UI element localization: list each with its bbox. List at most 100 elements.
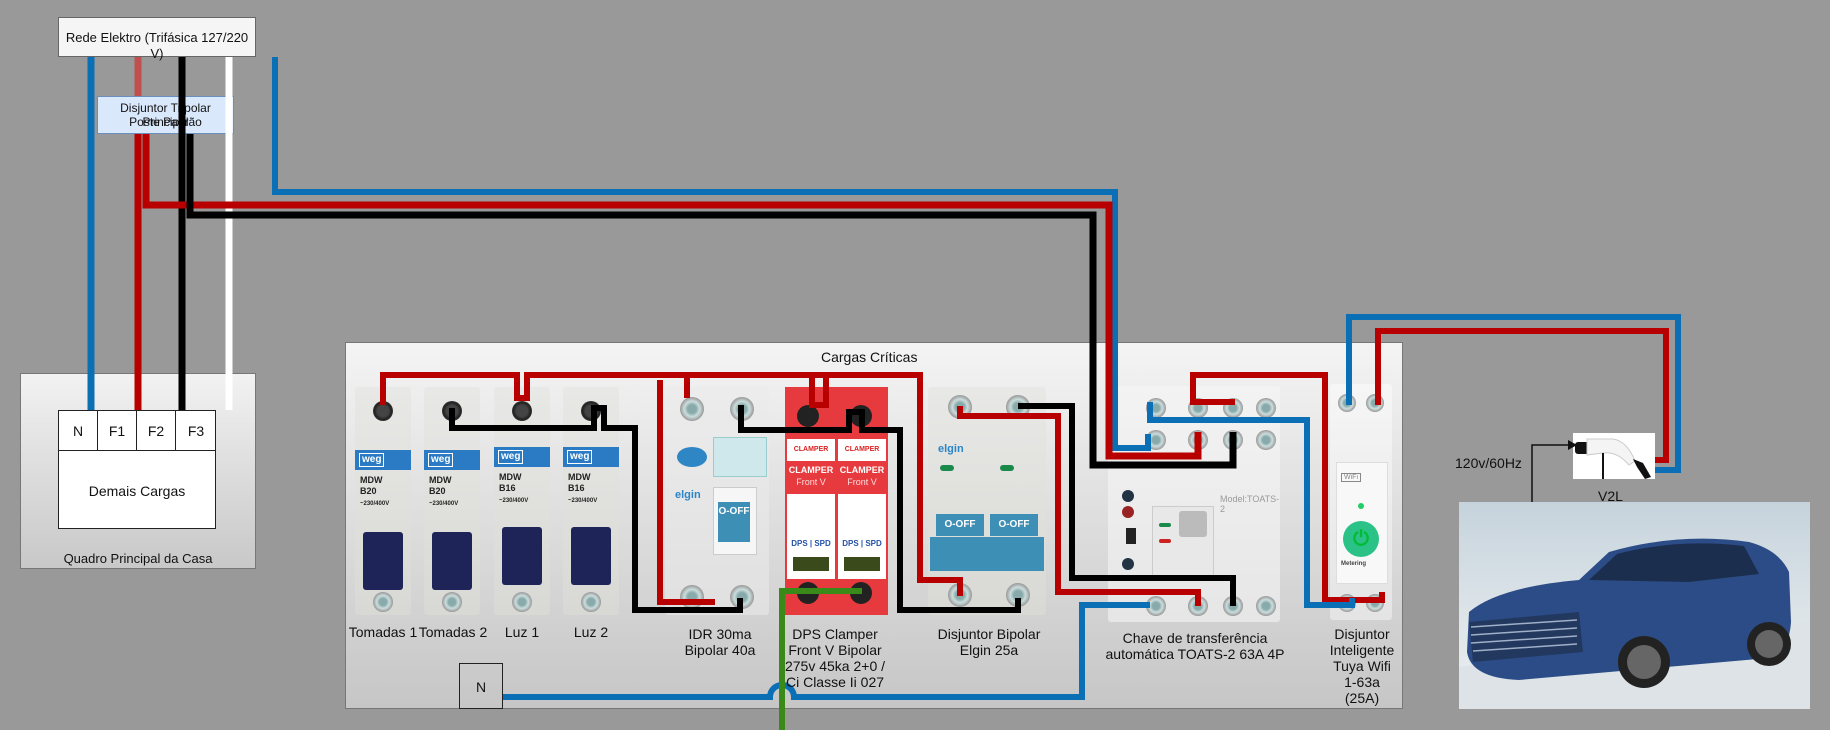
dps-tag: DPS | SPD <box>842 539 882 548</box>
ats-device[interactable]: Model:TOATS-2 <box>1108 386 1280 622</box>
arrow-head-icon <box>1568 440 1577 450</box>
label-smart-line-2: Inteligente <box>1329 642 1395 658</box>
terminal-f3-label: F3 <box>187 423 205 439</box>
breaker-voltage: ~230/400V <box>360 501 390 507</box>
breaker-rating: B16 <box>568 483 585 493</box>
wire-f1-to-ats <box>142 134 1202 460</box>
neutral-bar-label: N <box>475 679 487 695</box>
mode-switch[interactable] <box>1126 528 1136 544</box>
weg-logo-icon: weg <box>498 450 524 464</box>
elgin-logo-icon: elgin <box>938 443 964 455</box>
wire-f2-to-ats <box>186 134 1237 469</box>
wire-blue-smart-v2l <box>1346 314 1681 473</box>
ats-model: Model:TOATS-2 <box>1220 494 1280 514</box>
car-image <box>1459 502 1810 709</box>
arrow-line <box>1531 444 1568 502</box>
weg-logo-icon: weg <box>359 453 385 467</box>
wifi-icon: WiFi <box>1341 473 1361 482</box>
label-tomadas-1: Tomadas 1 <box>348 624 418 640</box>
idr-device[interactable]: elgin O-OFF <box>665 387 769 615</box>
wire-red-idr <box>684 372 920 408</box>
terminal-n-label: N <box>72 423 84 439</box>
wire-ground <box>779 588 862 730</box>
bipolar-toggle-1[interactable]: O-OFF <box>936 514 984 536</box>
ev-plug-icon <box>1575 438 1651 479</box>
wire-red-ats-ii <box>1190 372 1385 603</box>
wire-red-smart-v2l <box>1375 328 1669 463</box>
dps-device: CLAMPER CLAMPER Front V DPS | SPD CLAMPER… <box>785 387 888 615</box>
weg-logo-icon: weg <box>567 450 593 464</box>
clamper-series: Front V <box>847 477 877 487</box>
test-button[interactable] <box>677 447 707 467</box>
wire-black-idr-dps <box>738 405 1021 613</box>
label-ats-line-1: Chave de transferência <box>1122 630 1268 646</box>
v2l-label: V2L <box>1598 488 1623 504</box>
label-luz-1: Luz 1 <box>504 624 540 640</box>
metering-label: Metering <box>1341 561 1367 567</box>
breaker-handle[interactable] <box>502 527 542 585</box>
breaker-model: MDW <box>360 475 383 485</box>
wire-red-bus-1 <box>380 372 963 596</box>
screw-icon <box>1256 596 1276 616</box>
bipolar-breaker[interactable]: elgin O-OFF O-OFF <box>928 387 1046 615</box>
label-smart-line-4: 1-63a <box>1344 674 1380 690</box>
neutral-bar: N <box>459 663 503 709</box>
label-bipolar-line-1: Disjuntor Bipolar <box>937 626 1041 642</box>
label-dps-line-2: Front V Bipolar <box>788 642 882 658</box>
label-bipolar-line-2: Elgin 25a <box>959 642 1019 658</box>
terminal-f1: F1 <box>98 411 137 451</box>
voltage-label: 120v/60Hz <box>1455 455 1522 471</box>
other-loads-label: Demais Cargas <box>88 483 186 499</box>
elgin-logo-icon: elgin <box>675 489 701 501</box>
breaker-rating: B20 <box>429 486 446 496</box>
terminal-f2: F2 <box>137 411 176 451</box>
power-button[interactable]: ⏻ <box>1343 521 1379 557</box>
screw-icon <box>373 401 393 421</box>
wire-blue-ats-ii <box>1147 402 1355 608</box>
label-dps-line-4: Ci Classe Ii 027 <box>785 674 885 690</box>
wire-black-bipolar-ats <box>1018 403 1236 606</box>
wire-black-bus <box>449 405 743 613</box>
breaker-voltage: ~230/400V <box>429 501 459 507</box>
breaker-voltage: ~230/400V <box>568 498 598 504</box>
breaker-handle[interactable] <box>571 527 611 585</box>
indicator-i-icon <box>1122 490 1134 502</box>
breaker-rating: B16 <box>499 483 516 493</box>
breaker-model: MDW <box>429 475 452 485</box>
bipolar-toggle-2[interactable]: O-OFF <box>990 514 1038 536</box>
breaker-model: MDW <box>568 472 591 482</box>
label-smart-line-5: (25A) <box>1344 690 1380 706</box>
label-luz-2: Luz 2 <box>573 624 609 640</box>
label-dps-line-1: DPS Clamper <box>792 626 878 642</box>
screw-icon <box>442 592 462 612</box>
smart-breaker[interactable]: WiFi ⏻ Metering <box>1330 384 1392 620</box>
ats-lever[interactable] <box>1179 511 1207 537</box>
label-ats: Chave de transferência automática TOATS-… <box>1100 630 1290 662</box>
clamper-brand: CLAMPER <box>839 465 885 475</box>
screw-icon <box>1146 596 1166 616</box>
breaker-handle[interactable] <box>432 532 472 590</box>
clamper-brand: CLAMPER <box>788 465 834 475</box>
label-ats-line-2: automática TOATS-2 63A 4P <box>1105 646 1285 662</box>
dps-module-2: CLAMPER CLAMPER Front V DPS | SPD <box>838 439 886 579</box>
label-idr-line-2: Bipolar 40a <box>684 642 756 658</box>
breaker-rating: B20 <box>360 486 377 496</box>
main-panel-title: Quadro Principal da Casa <box>63 551 213 566</box>
label-smart-line-1: Disjuntor <box>1334 626 1390 642</box>
wire-red-bipolar-ats <box>957 406 1201 606</box>
terminal-f2-label: F2 <box>147 423 165 439</box>
wire-neutral-to-ats <box>272 57 1151 451</box>
grid-source-box: Rede Elektro (Trifásica 127/220 V) <box>58 17 256 61</box>
label-smart-breaker: Disjuntor Inteligente Tuya Wifi 1-63a (2… <box>1322 626 1402 706</box>
clamper-logo-icon: CLAMPER <box>838 439 886 461</box>
v2l-connector <box>1573 433 1655 479</box>
breaker-handle[interactable] <box>363 532 403 590</box>
screw-icon <box>581 592 601 612</box>
idr-toggle[interactable]: O-OFF <box>718 502 750 542</box>
label-tomadas-2: Tomadas 2 <box>418 624 488 640</box>
main-breaker-box: Disjuntor Tripolar Principal Poste Padrã… <box>97 96 234 134</box>
signal-light-icon <box>1358 503 1364 509</box>
